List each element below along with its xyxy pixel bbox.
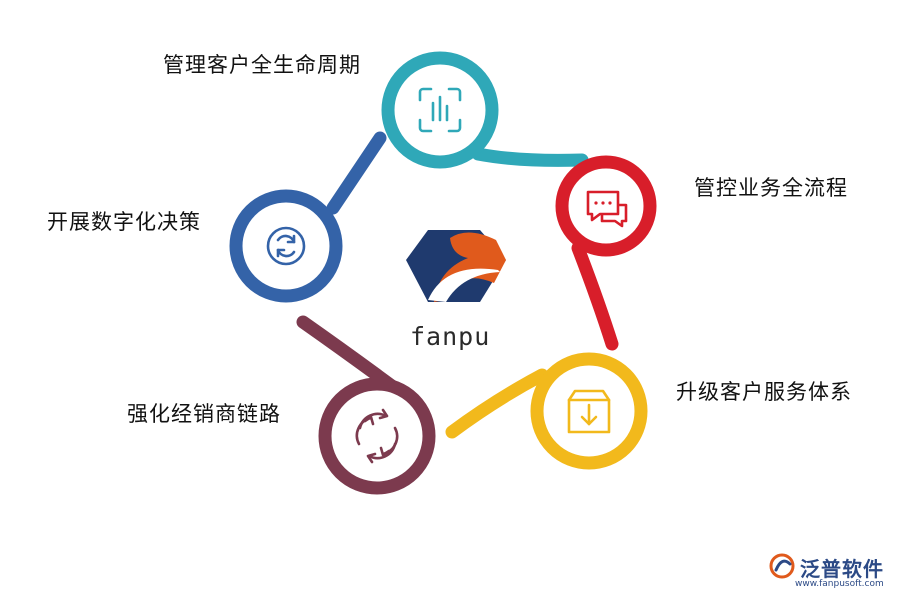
cycle-arrows-icon xyxy=(355,408,399,464)
watermark-url: www.fanpusoft.com xyxy=(795,579,884,589)
watermark-logo-icon xyxy=(769,553,795,579)
watermark-name: 泛普软件 xyxy=(800,557,884,581)
blue-ring xyxy=(229,189,343,303)
teal-connector xyxy=(471,147,589,167)
label-maroon: 强化经销商链路 xyxy=(127,402,281,426)
node-maroon xyxy=(318,377,436,495)
bar-chart-icon xyxy=(418,87,462,133)
blue-connector xyxy=(326,131,387,215)
node-red xyxy=(555,155,657,257)
chat-bubbles-icon xyxy=(586,190,628,228)
center-logo xyxy=(406,230,506,302)
brand-name: fanpu xyxy=(410,322,491,351)
inbox-download-icon xyxy=(567,389,611,434)
yellow-connector xyxy=(445,368,549,439)
red-connector xyxy=(571,241,619,351)
refresh-icon xyxy=(266,226,306,266)
maroon-ring xyxy=(318,377,436,495)
node-yellow xyxy=(530,352,648,470)
logo-white-swoosh xyxy=(428,268,500,302)
label-teal: 管理客户全生命周期 xyxy=(163,53,361,77)
label-red: 管控业务全流程 xyxy=(694,176,848,200)
label-blue: 开展数字化决策 xyxy=(47,210,201,234)
node-blue xyxy=(229,189,343,303)
red-ring xyxy=(555,155,657,257)
label-yellow: 升级客户服务体系 xyxy=(676,380,852,404)
node-teal xyxy=(381,51,499,169)
